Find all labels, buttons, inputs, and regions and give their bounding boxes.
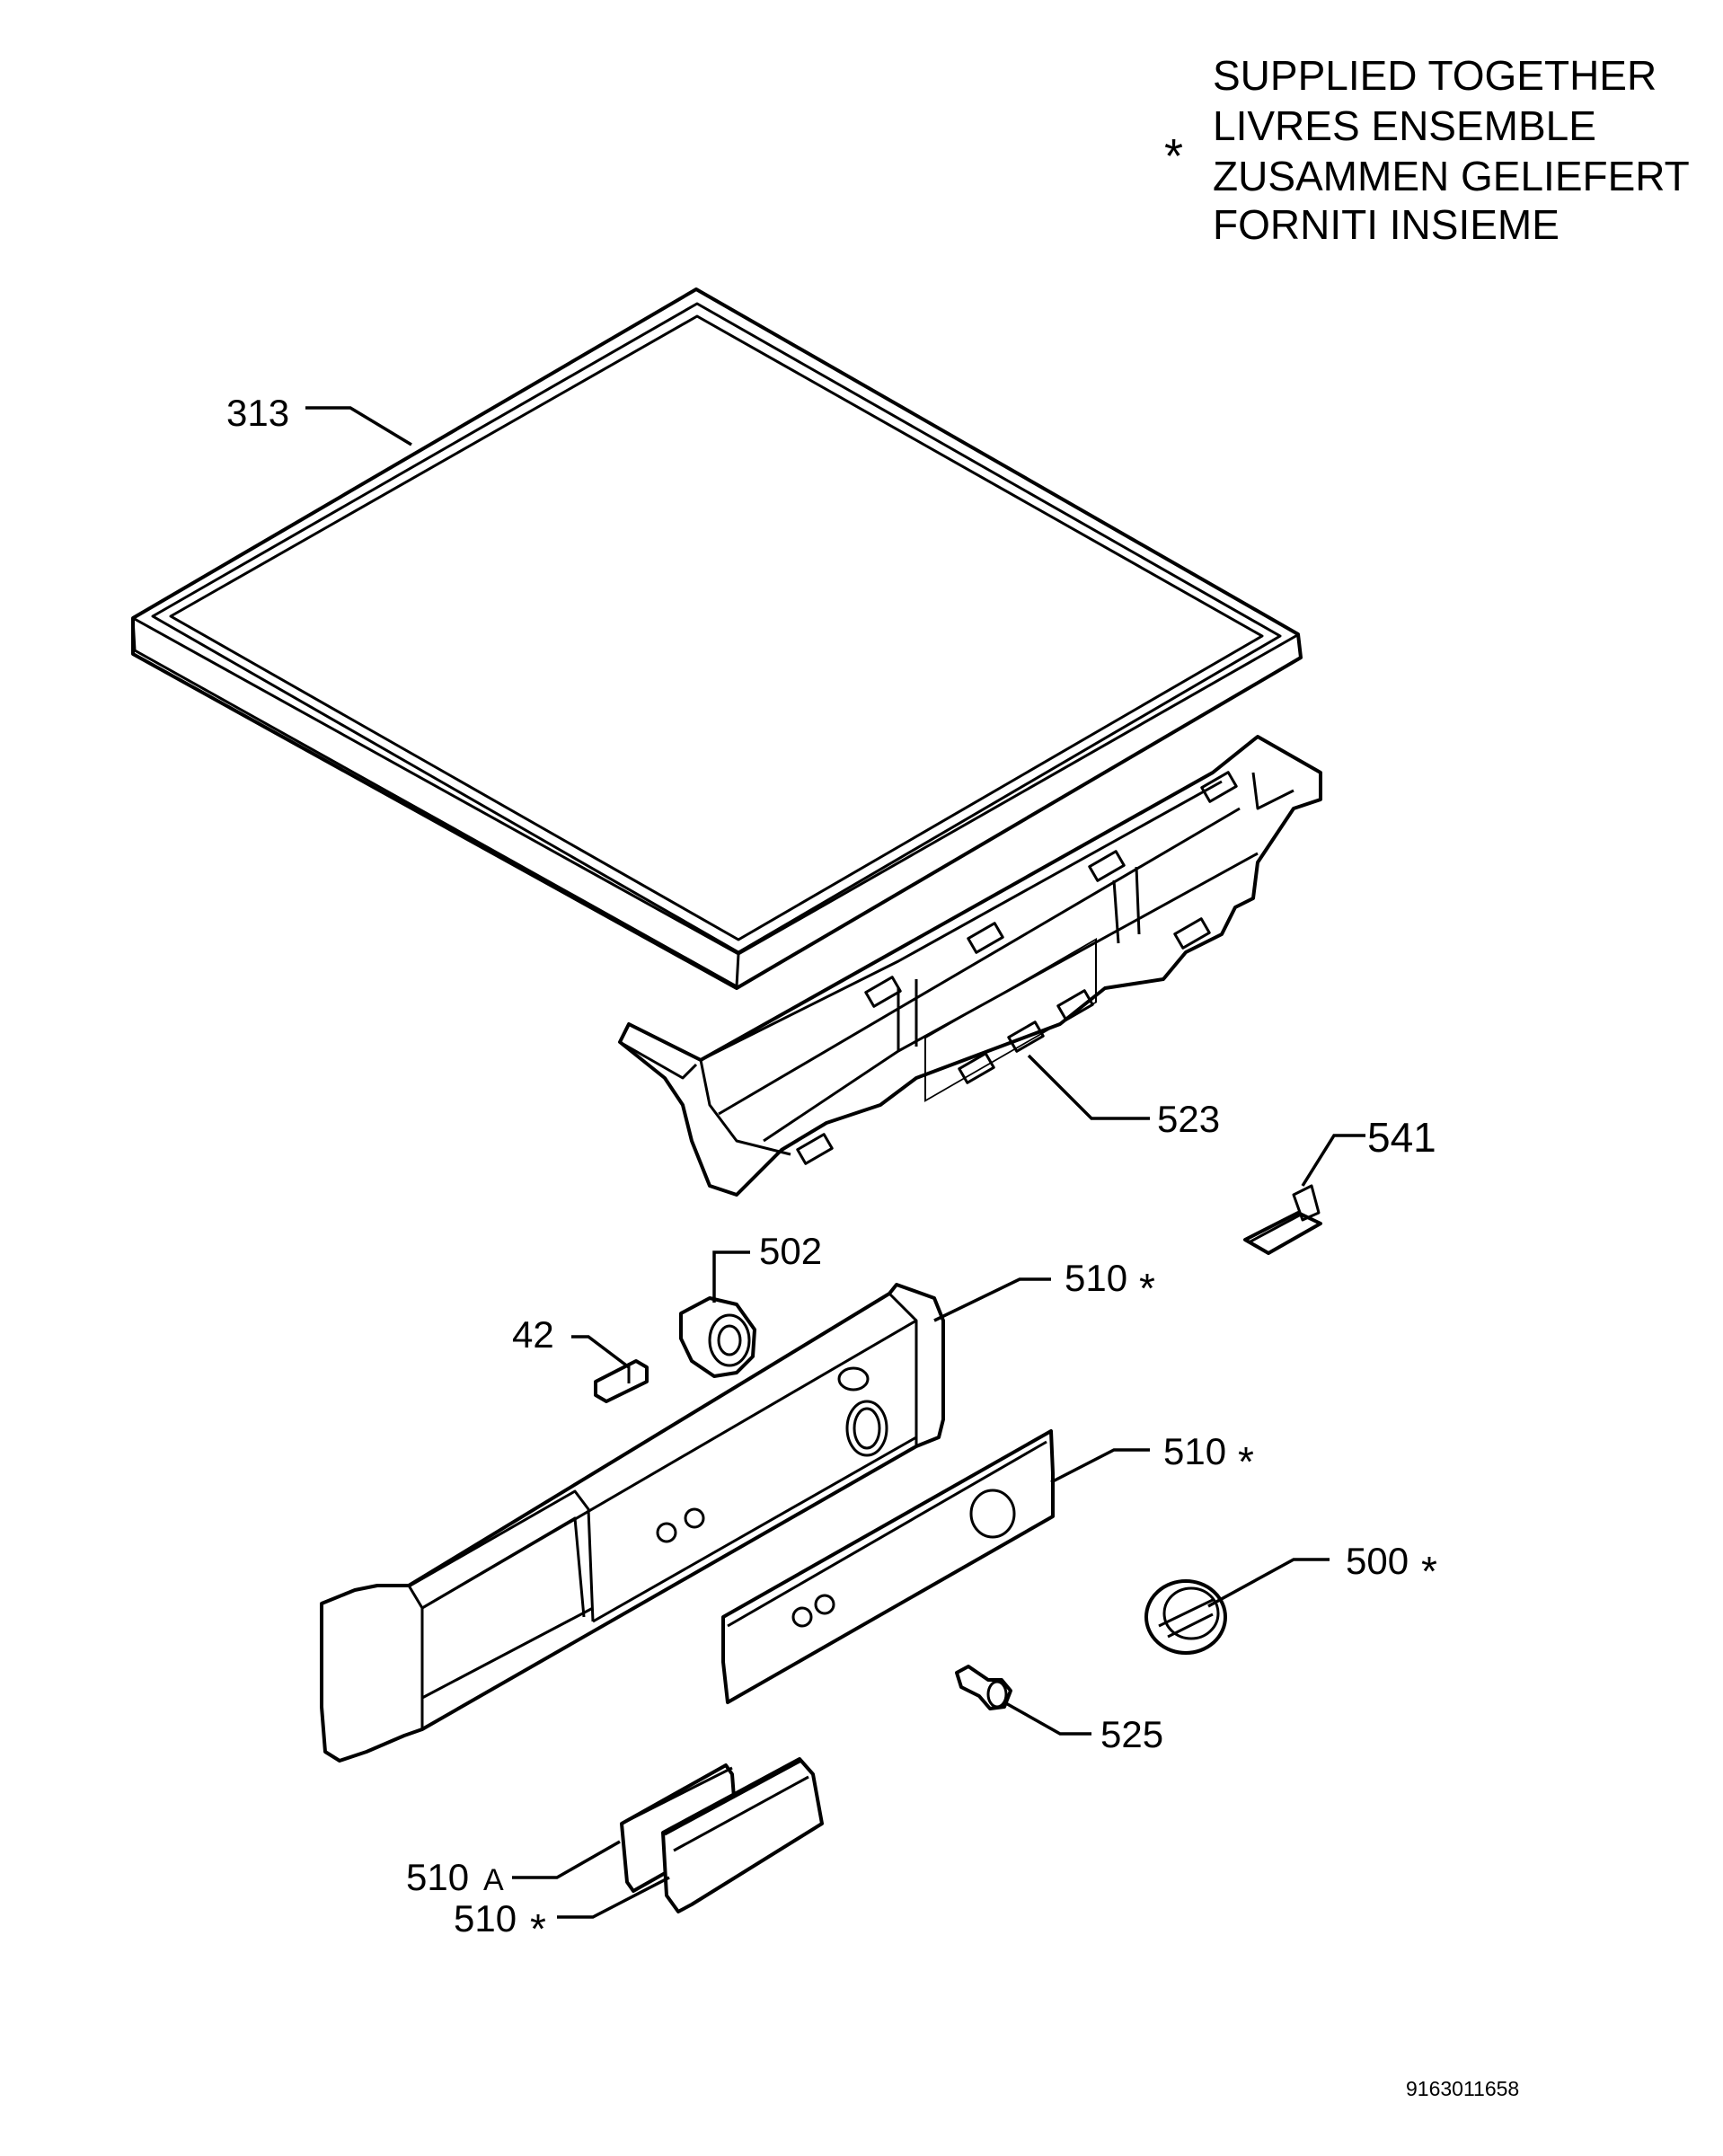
legend-line-1: SUPPLIED TOGETHER <box>1213 52 1657 99</box>
callout-510-handle-star: * <box>530 1905 546 1952</box>
callout-510a-suffix: A <box>483 1863 504 1897</box>
leader-510-handle <box>557 1876 670 1919</box>
callout-313: 313 <box>226 392 289 434</box>
callout-502: 502 <box>759 1230 822 1272</box>
part-541-bracket <box>1243 1184 1322 1255</box>
callout-42: 42 <box>512 1313 554 1356</box>
part-500-knob <box>1144 1579 1227 1655</box>
legend: * SUPPLIED TOGETHER LIVRES ENSEMBLE ZUSA… <box>1164 52 1690 248</box>
callout-500-star: * <box>1421 1548 1437 1595</box>
leader-510-panel <box>933 1277 1051 1322</box>
callout-525: 525 <box>1100 1713 1163 1755</box>
callout-510-plate-star: * <box>1238 1438 1254 1485</box>
part-42-switch <box>594 1359 649 1403</box>
legend-star-symbol: * <box>1164 129 1183 183</box>
part-510-plate <box>721 1429 1055 1704</box>
part-523-vent-holes <box>924 938 1097 1102</box>
part-313-top-lid <box>131 287 1303 990</box>
part-525-pin <box>955 1665 1012 1710</box>
leader-313 <box>305 406 412 446</box>
part-510-control-panel <box>320 1283 945 1763</box>
leader-500 <box>1207 1558 1330 1608</box>
legend-line-4: FORNITI INSIEME <box>1213 201 1560 248</box>
callout-510a: 510 <box>406 1856 469 1898</box>
leader-42 <box>571 1335 631 1369</box>
callout-510-handle: 510 <box>454 1897 517 1940</box>
callout-523: 523 <box>1157 1098 1220 1140</box>
part-502-lamp-holder <box>679 1296 756 1378</box>
leader-525 <box>1003 1701 1091 1736</box>
leader-502 <box>712 1250 750 1303</box>
callout-510-plate: 510 <box>1163 1430 1226 1472</box>
legend-line-3: ZUSAMMEN GELIEFERT <box>1213 153 1690 199</box>
leader-523 <box>1027 1054 1150 1120</box>
part-510-handle <box>661 1757 824 1913</box>
leader-541 <box>1301 1134 1365 1187</box>
callout-500: 500 <box>1346 1540 1409 1582</box>
part-523-panel-frame <box>618 735 1322 1197</box>
leader-510-plate <box>1050 1448 1150 1484</box>
callout-510-panel-star: * <box>1139 1265 1155 1312</box>
legend-line-2: LIVRES ENSEMBLE <box>1213 102 1596 149</box>
drawing-number: 9163011658 <box>1406 2077 1519 2100</box>
leader-510a <box>512 1840 621 1879</box>
callout-541: 541 <box>1367 1114 1436 1161</box>
callout-510-panel: 510 <box>1065 1257 1127 1299</box>
